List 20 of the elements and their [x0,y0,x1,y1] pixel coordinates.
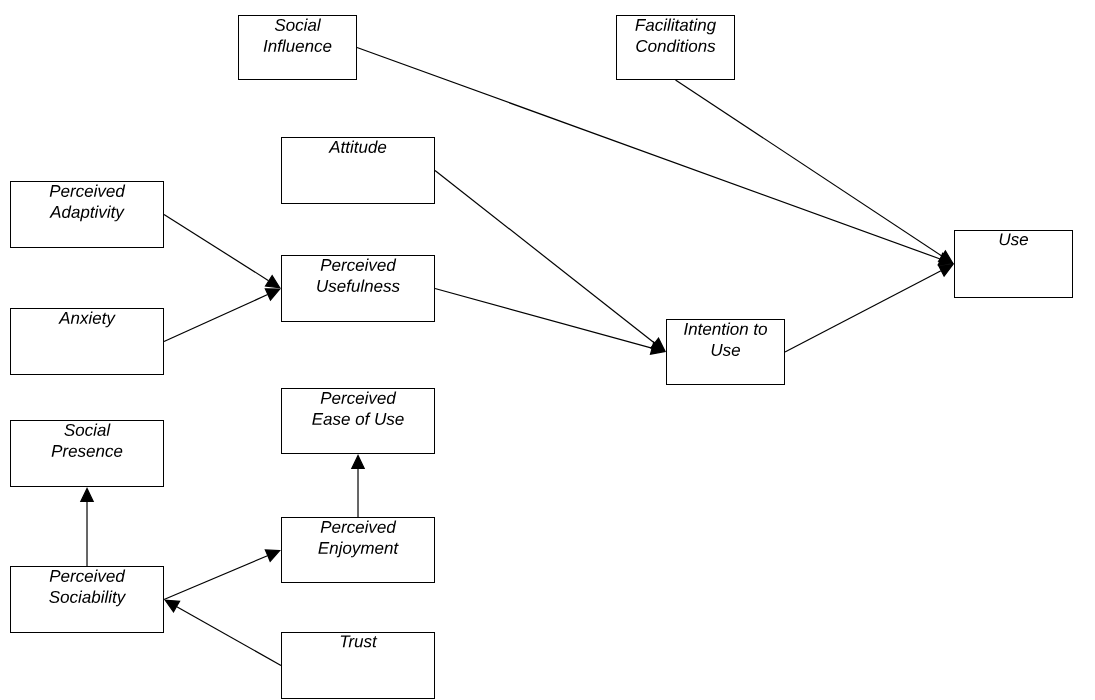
arrow [163,549,281,601]
arrow [434,287,666,355]
arrow [784,264,954,353]
concept-box: Perceived Ease of Use [281,388,435,454]
concept-box: Perceived Sociability [10,566,164,633]
concept-box: Facilitating Conditions [616,15,735,80]
concept-box: Social Influence [238,15,357,80]
arrow [163,213,281,289]
concept-box: Use [954,230,1073,298]
concept-box: Perceived Adaptivity [10,181,164,248]
concept-box: Anxiety [10,308,164,375]
concept-box: Intention to Use [666,319,785,385]
concept-box: Perceived Usefulness [281,255,435,322]
arrow [163,288,281,343]
arrow [164,599,282,667]
arrow [674,79,954,264]
concept-box: Social Presence [10,420,164,487]
concept-box: Trust [281,632,435,699]
concept-box: Perceived Enjoyment [281,517,435,583]
concept-box: Attitude [281,137,435,204]
